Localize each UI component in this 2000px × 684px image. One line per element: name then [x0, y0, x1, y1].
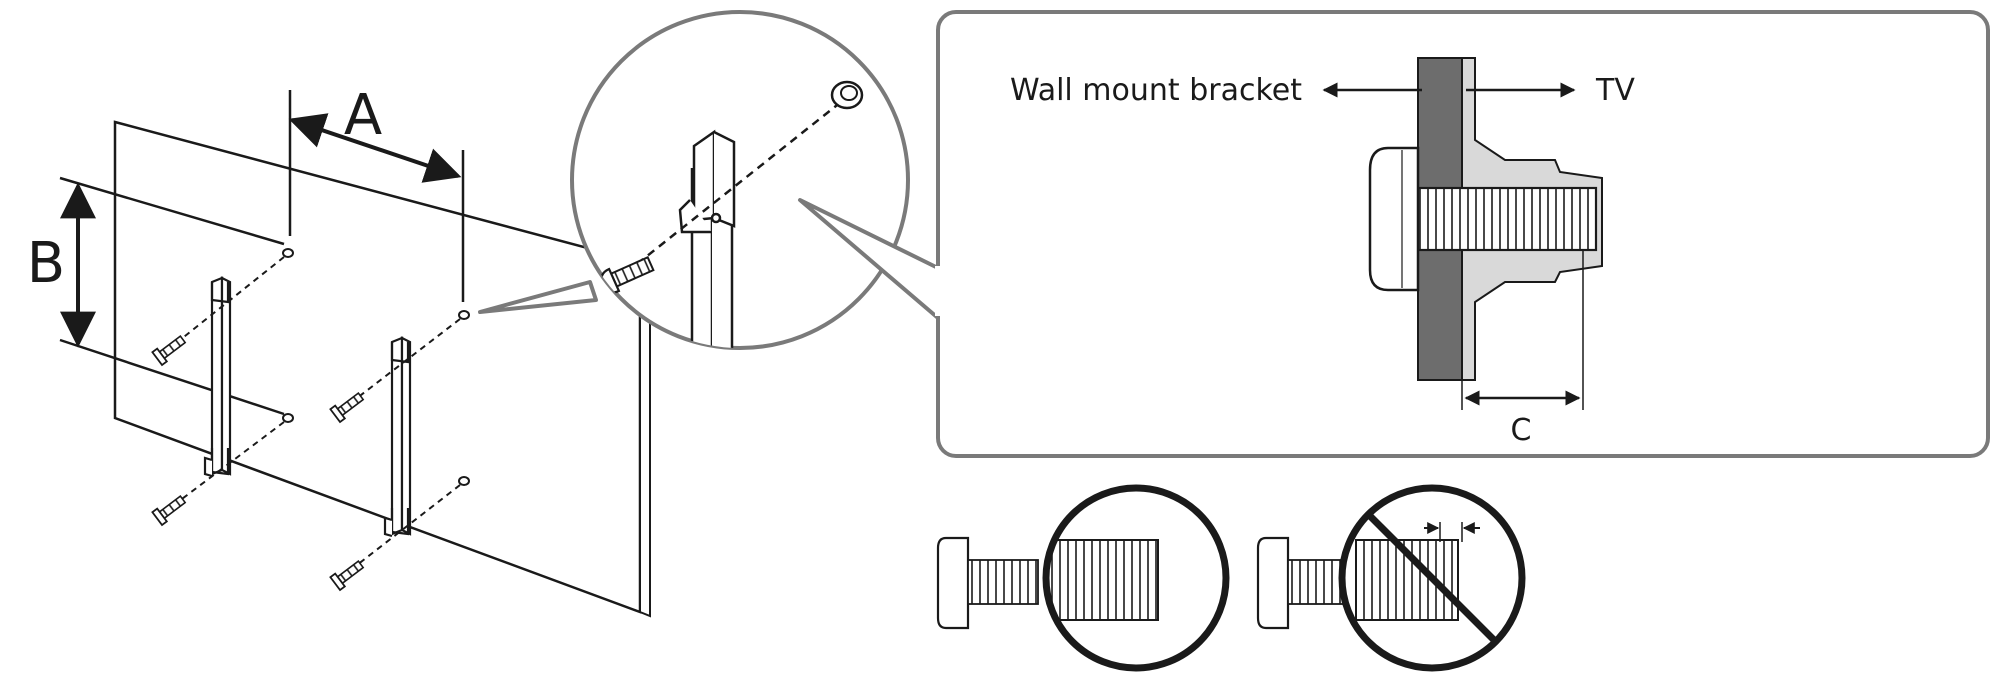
- bracket-zoom: [678, 129, 736, 348]
- wall-mount-bracket-label: Wall mount bracket: [1010, 73, 1302, 108]
- incorrect-screw-example: [1256, 484, 1526, 672]
- mounting-holes: [282, 248, 470, 486]
- dimension-a: A: [288, 83, 465, 302]
- screw-thread: [1416, 186, 1598, 252]
- cross-section-callout: C Wall mount bracket TV: [798, 10, 1990, 458]
- tv-back-panel: [113, 120, 651, 618]
- dim-c-label: C: [1511, 413, 1532, 448]
- screw-icon: [151, 495, 187, 527]
- magnifier-callout: [478, 10, 910, 350]
- tv-label: TV: [1595, 73, 1635, 108]
- mounting-hole: [458, 310, 470, 320]
- mounting-hole: [282, 413, 294, 423]
- ok-circle-icon: [1042, 484, 1230, 672]
- dimension-b: B: [27, 176, 285, 416]
- dim-b-label: B: [27, 231, 65, 296]
- screw-icon: [329, 560, 365, 592]
- correct-screw-example: [936, 484, 1230, 672]
- screw-icon: [151, 335, 187, 367]
- mounting-hole: [458, 476, 470, 486]
- prohibited-icon: [1338, 484, 1526, 672]
- mounting-hole: [282, 248, 294, 258]
- dim-a-label: A: [344, 83, 382, 148]
- screw-paths: [169, 256, 461, 573]
- screw-head: [1368, 146, 1420, 292]
- bracket-right: [383, 336, 412, 538]
- screw-icon: [329, 392, 365, 424]
